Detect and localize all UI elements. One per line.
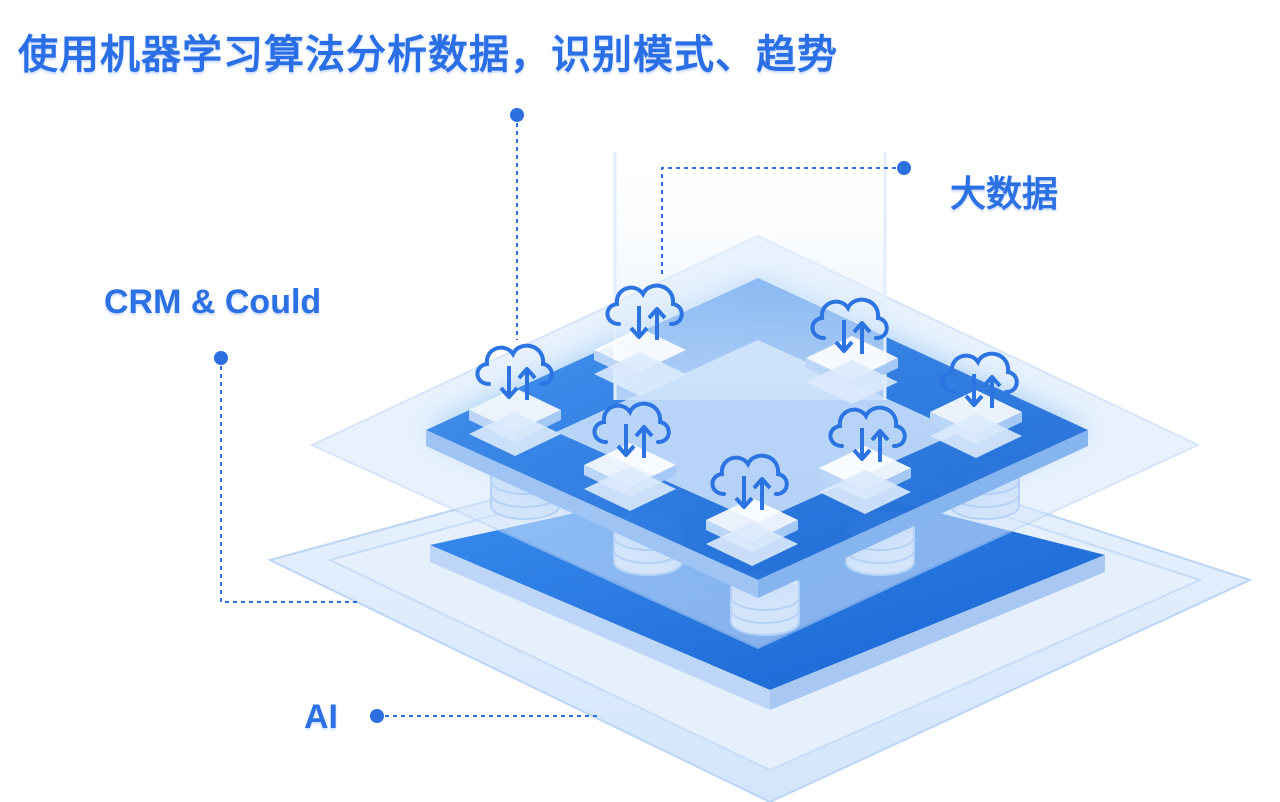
connector-lines: [220, 115, 904, 717]
page-title: 使用机器学习算法分析数据，识别模式、趋势: [18, 32, 838, 78]
connector-dots: [214, 108, 911, 723]
label-ai: AI: [304, 698, 338, 736]
label-crm-cloud: CRM & Could: [104, 283, 322, 321]
label-big-data: 大数据: [950, 174, 1059, 215]
